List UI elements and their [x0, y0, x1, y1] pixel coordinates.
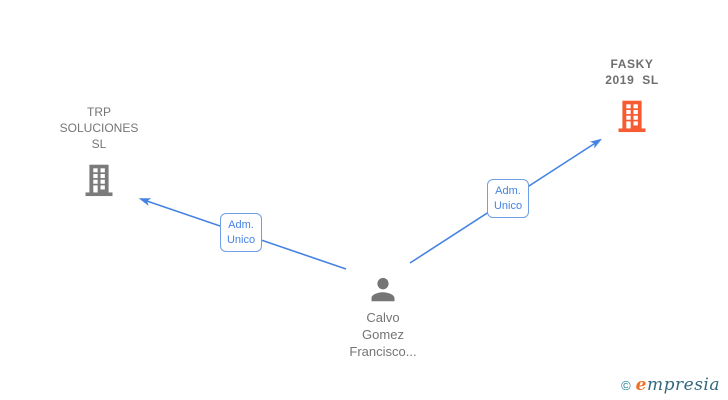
company-name-line: SOLUCIONES — [59, 121, 139, 135]
company-name-label: FASKY 2019 SL — [572, 56, 692, 88]
person-icon — [371, 277, 395, 302]
node-company-fasky-2019[interactable]: FASKY 2019 SL — [572, 56, 692, 134]
company-name-line: TRP — [87, 105, 111, 119]
brand-rest: mpresia — [647, 375, 720, 395]
person-name-line: Gomez — [362, 327, 404, 342]
company-name-label: TRP SOLUCIONES SL — [39, 104, 159, 152]
edge-label-adm-unico-right[interactable]: Adm. Unico — [487, 179, 529, 218]
person-name-label: Calvo Gomez Francisco... — [323, 309, 443, 360]
edge-label-line: Adm. — [495, 185, 521, 197]
brand-initial: e — [635, 375, 647, 395]
company-name-line: SL — [91, 137, 107, 151]
company-name-line: FASKY — [610, 57, 654, 71]
copyright-icon: © — [621, 378, 631, 393]
building-icon — [85, 164, 113, 197]
node-company-trp-soluciones[interactable]: TRP SOLUCIONES SL — [39, 104, 159, 198]
node-person-calvo-gomez[interactable]: Calvo Gomez Francisco... — [323, 273, 443, 360]
company-name-line: 2019 SL — [605, 73, 659, 87]
edge-label-line: Unico — [226, 234, 256, 246]
building-icon — [618, 100, 646, 133]
edge-label-line: Unico — [493, 200, 523, 212]
person-name-line: Calvo — [366, 310, 400, 325]
edge-label-adm-unico-left[interactable]: Adm. Unico — [220, 213, 262, 252]
empresia-logo[interactable]: © empresia — [621, 375, 720, 395]
brand-wordmark: empresia — [636, 375, 720, 395]
person-name-line: Francisco... — [349, 344, 417, 359]
edge-label-line: Adm. — [228, 219, 254, 231]
